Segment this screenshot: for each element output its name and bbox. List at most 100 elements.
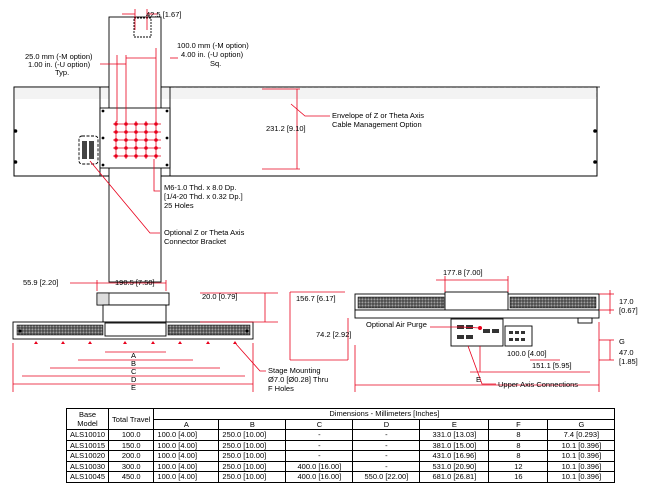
holes-label-2: [1/4-20 Thd. x 0.32 Dp.] (164, 192, 243, 201)
top-view-dimensions (89, 9, 330, 234)
letter-e: E (131, 383, 136, 392)
threaded-hole (154, 154, 158, 158)
threaded-hole (154, 138, 158, 142)
table-cell: 250.0 [10.00] (218, 439, 287, 451)
letter-d: D (131, 375, 137, 384)
table-cell: 10.1 [0.396] (547, 460, 616, 472)
mount-label-2: Ø7.0 [Ø0.28] Thru (268, 375, 328, 384)
side-view-dimensions (289, 276, 614, 392)
table-cell: 12 (488, 460, 549, 472)
table-cell: 250.0 [10.00] (218, 429, 287, 441)
table-cell: - (352, 460, 421, 472)
table-cell: 200.0 (108, 450, 155, 462)
table-cell: - (285, 429, 354, 441)
threaded-hole (114, 154, 118, 158)
header-total-travel: Total Travel (108, 408, 155, 430)
threaded-hole (124, 130, 128, 134)
threaded-hole (134, 138, 138, 142)
threaded-hole (134, 122, 138, 126)
dim-25-label-3: Typ. (55, 68, 69, 77)
table-cell: 100.0 [4.00] (153, 450, 220, 462)
column-header-d: D (352, 418, 421, 430)
threaded-hole (144, 138, 148, 142)
table-cell: ALS10030 (65, 460, 110, 472)
table-cell: 10.1 [0.396] (547, 471, 616, 483)
table-cell: - (352, 450, 421, 462)
mount-label-3: F Holes (268, 384, 294, 393)
threaded-hole (114, 130, 118, 134)
dim-100-side-label: 100.0 [4.00] (507, 349, 547, 358)
table-cell: 550.0 [22.00] (352, 471, 421, 483)
table-cell: 681.0 [26.81] (419, 471, 490, 483)
column-header-f: F (488, 418, 549, 430)
envelope-label-1: Envelope of Z or Theta Axis (332, 111, 424, 120)
threaded-hole (154, 130, 158, 134)
table-cell: 16 (488, 471, 549, 483)
dim-47-label: 47.0 (619, 348, 634, 357)
threaded-hole (144, 130, 148, 134)
table-cell: - (285, 439, 354, 451)
front-view-dimensions (12, 280, 278, 392)
dim-190-5-label: 190.5 [7.50] (115, 278, 155, 287)
table-cell: 300.0 (108, 460, 155, 472)
table-cell: 450.0 (108, 471, 155, 483)
dim-17-label: 17.0 (619, 297, 634, 306)
table-cell: 531.0 [20.90] (419, 460, 490, 472)
table-cell: 100.0 [4.00] (153, 460, 220, 472)
table-cell: 250.0 [10.00] (218, 460, 287, 472)
table-cell: - (352, 429, 421, 441)
table-cell: 100.0 [4.00] (153, 429, 220, 441)
table-cell: 8 (488, 429, 549, 441)
bracket-label-2: Connector Bracket (164, 237, 227, 246)
table-cell: ALS10020 (65, 450, 110, 462)
dim-42-5-label: 42.5 [1.67] (146, 10, 181, 19)
threaded-hole (154, 146, 158, 150)
threaded-hole (134, 146, 138, 150)
threaded-hole (124, 122, 128, 126)
column-header-c: C (285, 418, 354, 430)
threaded-hole (114, 138, 118, 142)
table-cell: 100.0 [4.00] (153, 471, 220, 483)
threaded-hole (124, 146, 128, 150)
air-purge-label: Optional Air Purge (366, 320, 427, 329)
column-header-b: B (218, 418, 287, 430)
side-carriage (444, 291, 509, 312)
table-cell: 431.0 [16.96] (419, 450, 490, 462)
dim-1-85-label: [1.85] (619, 357, 638, 366)
column-header-a: A (153, 418, 220, 430)
table-cell: 100.0 [4.00] (153, 439, 220, 451)
table-cell: 331.0 [13.03] (419, 429, 490, 441)
carriage-plate (99, 107, 171, 169)
holes-label-1: M6-1.0 Thd. x 8.0 Dp. (164, 183, 236, 192)
dim-177-8-label: 177.8 [7.00] (443, 268, 483, 277)
table-cell: 10.1 [0.396] (547, 439, 616, 451)
threaded-hole (144, 154, 148, 158)
mechanical-drawing: 42.5 [1.67] 100.0 mm (-M option) 4.00 in… (12, 9, 638, 393)
table-cell: 10.1 [0.396] (547, 450, 616, 462)
bracket-label-1: Optional Z or Theta Axis (164, 228, 245, 237)
letter-a: A (131, 351, 136, 360)
front-view: 55.9 [2.20] 190.5 [7.50] 20.0 [0.79] A B… (12, 278, 328, 393)
dim-100-label-1: 100.0 mm (-M option) (177, 41, 249, 50)
table-cell: - (352, 439, 421, 451)
mount-label-1: Stage Mounting (268, 366, 321, 375)
threaded-hole (134, 154, 138, 158)
threaded-hole (134, 130, 138, 134)
dim-25-label-1: 25.0 mm (-M option) (25, 52, 93, 61)
dim-74-2-label: 74.2 [2.92] (316, 330, 351, 339)
dim-100-label-2: 4.00 in. (-U option) (181, 50, 244, 59)
table-cell: ALS10015 (65, 439, 110, 451)
dim-231-label: 231.2 [9.10] (266, 124, 306, 133)
dim-0-67-label: [0.67] (619, 306, 638, 315)
dim-100-label-3: Sq. (210, 59, 221, 68)
dim-25-label-2: 1.00 in. (-U option) (28, 60, 91, 69)
threaded-hole (114, 122, 118, 126)
letter-c: C (131, 367, 137, 376)
table-cell: ALS10045 (65, 471, 110, 483)
table-cell: ALS10010 (65, 429, 110, 441)
